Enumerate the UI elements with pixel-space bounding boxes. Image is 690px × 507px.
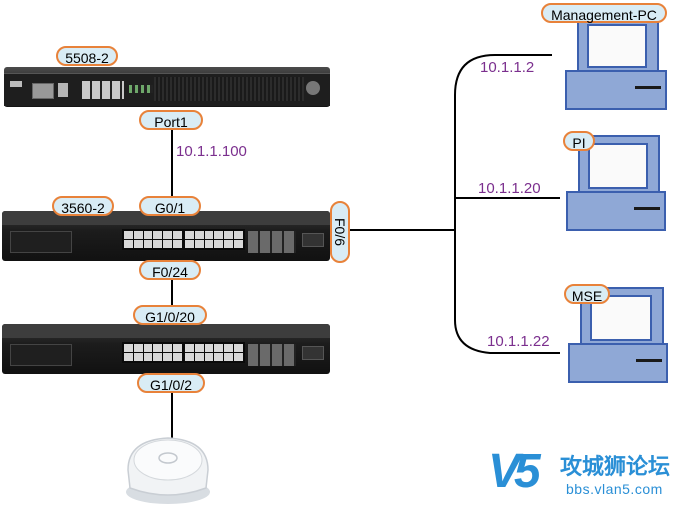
wlc-usb-ports: [58, 83, 68, 97]
mse-ip: 10.1.1.22: [487, 333, 550, 350]
switch2-logo: [302, 346, 324, 360]
switch2-down-port-label: G1/0/2: [137, 373, 205, 393]
watermark-v5-mark: V5: [488, 445, 541, 498]
ap-top-face: [133, 439, 203, 481]
link-switch2-ap: [171, 385, 173, 440]
pi-screen: [588, 143, 648, 189]
wlc-name-label: 5508-2: [56, 46, 118, 66]
watermark-logo: V5 攻城狮论坛 bbs.vlan5.com: [488, 443, 688, 505]
mgmt-pc-base: [565, 70, 667, 110]
mgmt-pc-screen: [587, 24, 647, 68]
link-switch1-hosts: [350, 229, 455, 231]
mse-base: [568, 343, 668, 383]
watermark-title: 攻城狮论坛: [560, 455, 671, 480]
wlc-vent: [154, 77, 304, 101]
switch1-uplink-modules: [248, 231, 296, 253]
switch2-up-port-label: G1/0/20: [133, 305, 207, 325]
wlc-cisco-logo: [10, 81, 22, 87]
management-pc-device[interactable]: [555, 16, 667, 116]
switch1-logo: [302, 233, 324, 247]
switch2-uplink-modules: [248, 344, 296, 366]
switch1-uplink-label: G0/1: [139, 196, 201, 216]
switch2-top-surface: [2, 324, 330, 338]
switch2-mgmt-area: [10, 344, 72, 366]
wlc-sfp-ports: [82, 81, 124, 99]
wlc-power-button: [306, 81, 320, 95]
mse-server-device[interactable]: [560, 287, 672, 387]
bus-curve-top: [454, 54, 552, 230]
wlc-status-leds: [129, 85, 153, 93]
link-wlc-switch1: [171, 128, 173, 206]
link-switch1-switch2: [171, 270, 173, 320]
switch-3560-device[interactable]: [2, 211, 330, 261]
pi-ip: 10.1.1.20: [478, 180, 541, 197]
switch1-right-port-label: F0/6: [330, 201, 350, 263]
wlc-5508-device[interactable]: [4, 63, 330, 113]
mgmt-pc-drive-slot: [635, 86, 661, 89]
management-pc-ip: 10.1.1.2: [480, 59, 535, 76]
management-pc-name-label: Management-PC: [541, 3, 667, 23]
pi-name-label: PI: [563, 131, 595, 151]
wlc-port-label: Port1: [139, 110, 203, 130]
mse-drive-slot: [636, 359, 662, 362]
switch2-device[interactable]: [2, 324, 330, 374]
wlc-console-ports: [32, 83, 54, 99]
switch1-right-port-text: F0/6: [332, 217, 348, 247]
ap-logo-emboss: [158, 452, 178, 464]
switch2-ports-right: [183, 342, 245, 363]
access-point-device[interactable]: [120, 430, 216, 506]
switch1-ports-right: [183, 229, 245, 250]
host-bus-line: [454, 72, 456, 354]
mse-name-label: MSE: [564, 284, 610, 304]
switch1-ports-left: [122, 229, 184, 250]
watermark-url: bbs.vlan5.com: [566, 481, 663, 497]
pi-base: [566, 191, 666, 231]
pi-drive-slot: [634, 207, 660, 210]
wlc-ip-address: 10.1.1.100: [176, 143, 247, 160]
switch1-mgmt-area: [10, 231, 72, 253]
switch2-ports-left: [122, 342, 184, 363]
switch1-down-port-label: F0/24: [139, 260, 201, 280]
switch1-name-label: 3560-2: [52, 196, 114, 216]
